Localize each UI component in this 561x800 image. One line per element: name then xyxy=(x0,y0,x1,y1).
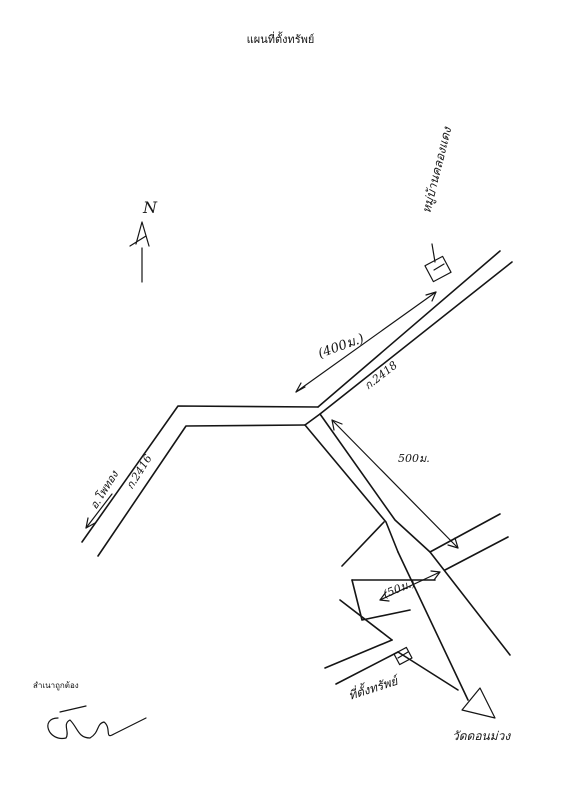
distance-500-label: 500ม. xyxy=(398,452,430,465)
west-road xyxy=(81,405,319,557)
distance-arrow-50: (50ม.) xyxy=(379,570,441,602)
landmark-box: หมู่บ้านคลองแดง xyxy=(419,125,455,283)
cross-roads xyxy=(324,513,509,691)
side-road xyxy=(304,413,511,701)
distance-400-label: (400ม.) xyxy=(316,331,366,361)
temple-marker: วัดดอนม่วง xyxy=(452,687,511,743)
north-arrow: N xyxy=(129,198,158,283)
page-title: แผนที่ตั้งทรัพย์ xyxy=(246,33,315,46)
west-direction-label: อ.โพทอง xyxy=(88,467,122,511)
main-road xyxy=(304,250,513,426)
north-label: N xyxy=(142,198,158,217)
certified-copy-label: สำเนาถูกต้อง xyxy=(33,681,79,690)
distance-arrow-500: 500ม. xyxy=(331,419,459,549)
property-label: ที่ตั้งทรัพย์ xyxy=(346,671,402,703)
signature xyxy=(47,705,147,739)
west-road-label: ก.2416 xyxy=(124,452,155,491)
west-road-annotation: ก.2416 อ.โพทอง xyxy=(85,452,155,529)
temple-label: วัดดอนม่วง xyxy=(452,729,511,743)
landmark-label: หมู่บ้านคลองแดง xyxy=(419,125,455,215)
